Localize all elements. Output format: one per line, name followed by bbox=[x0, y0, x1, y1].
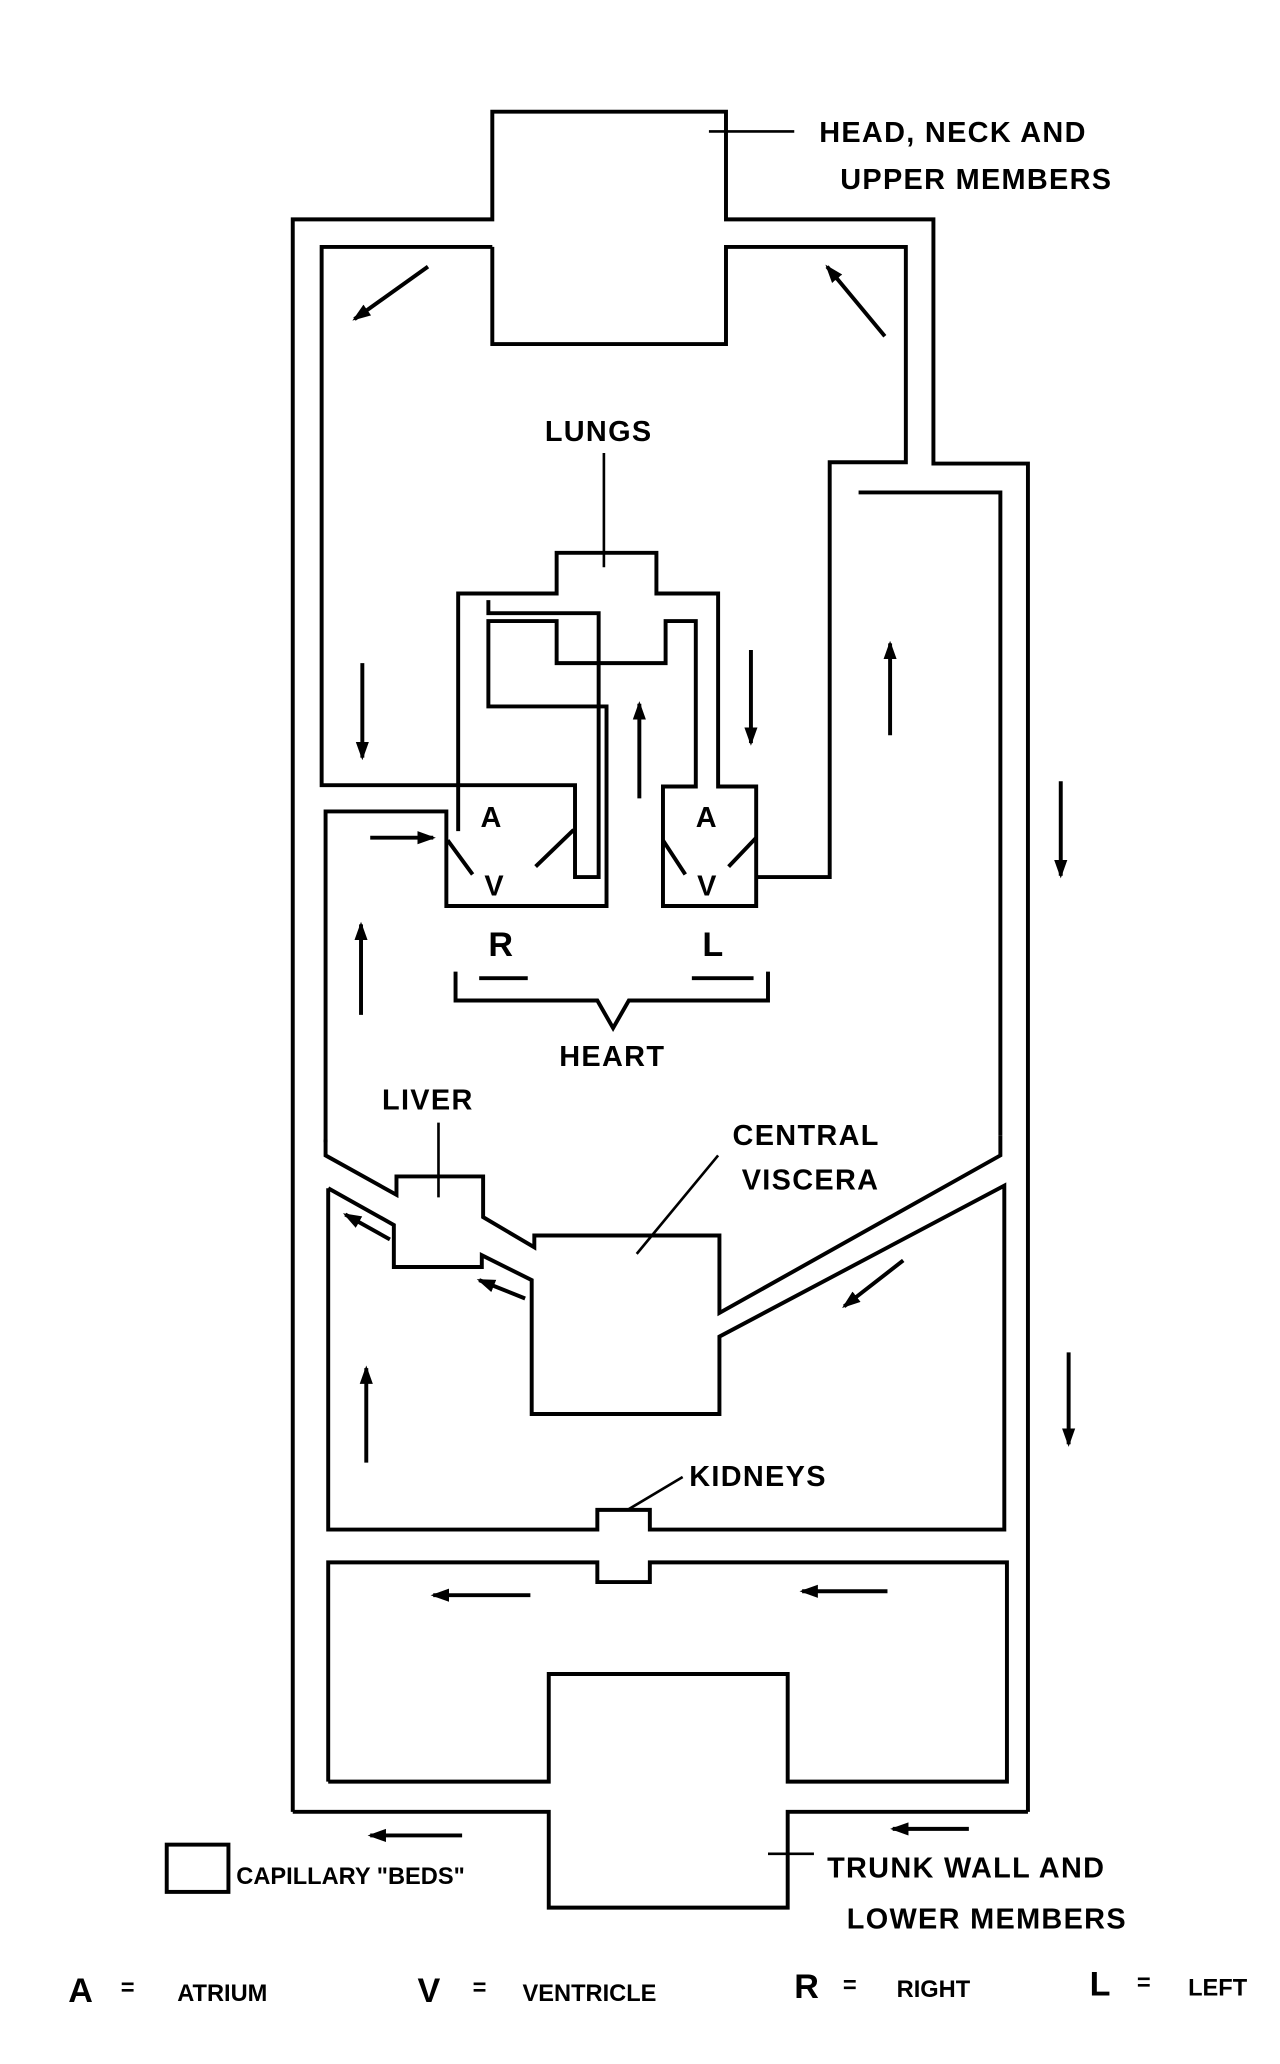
viscera-label-2: VISCERA bbox=[742, 1165, 880, 1197]
trunk-bed bbox=[292, 1809, 1028, 1910]
legend-meaning: LEFT bbox=[1188, 1976, 1248, 2002]
viscera-leader bbox=[635, 1154, 720, 1255]
head-inner-loop bbox=[490, 244, 908, 880]
head-capillary-bed bbox=[290, 109, 1030, 1812]
legend-symbol: A bbox=[68, 1972, 93, 2010]
legend-eq: = bbox=[843, 1973, 857, 1999]
legend-eq: = bbox=[1137, 1970, 1151, 1996]
liver-lower bbox=[326, 1182, 1007, 1532]
arrow-icon bbox=[842, 1258, 905, 1308]
left-ventricle-label: V bbox=[697, 870, 718, 902]
legend-symbol: L bbox=[1090, 1966, 1111, 2004]
systemic-left-inner bbox=[319, 244, 601, 880]
trunk-label-1: TRUNK WALL AND bbox=[827, 1852, 1105, 1884]
legend-meaning: RIGHT bbox=[897, 1977, 971, 2003]
legend-symbol: R bbox=[794, 1968, 819, 2006]
trunk-label-2: LOWER MEMBERS bbox=[847, 1904, 1127, 1936]
arrow-icon bbox=[352, 265, 430, 321]
capillary-bed-swatch bbox=[164, 1842, 231, 1894]
capillary-label: CAPILLARY "BEDS" bbox=[236, 1864, 464, 1890]
liver-label: LIVER bbox=[382, 1084, 474, 1116]
legend-symbol: V bbox=[417, 1972, 440, 2010]
aorta-inner bbox=[858, 490, 1003, 1136]
arrow-icon bbox=[825, 264, 887, 338]
head-label-2: UPPER MEMBERS bbox=[840, 164, 1112, 196]
kidneys-label: KIDNEYS bbox=[689, 1461, 827, 1493]
lungs-bed bbox=[323, 550, 759, 1143]
right-ventricle-label: V bbox=[484, 870, 505, 902]
left-valve bbox=[661, 836, 758, 876]
legend-eq: = bbox=[473, 1976, 487, 2002]
kidneys-leader bbox=[626, 1475, 684, 1511]
arrow-icon bbox=[342, 1212, 391, 1242]
left-atrium-label: A bbox=[696, 802, 718, 834]
right-atrium-label: A bbox=[480, 802, 502, 834]
liver-upper bbox=[323, 1135, 1003, 1317]
right-label: R bbox=[488, 926, 513, 964]
heart-brace bbox=[453, 971, 770, 1033]
left-label: L bbox=[702, 926, 723, 964]
lungs-label: LUNGS bbox=[545, 416, 653, 448]
head-label-1: HEAD, NECK AND bbox=[819, 117, 1087, 149]
legend-meaning: VENTRICLE bbox=[523, 1981, 657, 2007]
legend-meaning: ATRIUM bbox=[177, 1981, 267, 2007]
viscera-label-1: CENTRAL bbox=[733, 1120, 880, 1152]
abbreviation-legend: A = ATRIUM V = VENTRICLE R = RIGHT L = L… bbox=[68, 1966, 1247, 2011]
legend-eq: = bbox=[121, 1976, 135, 2002]
right-valve bbox=[446, 828, 576, 876]
arrow-icon bbox=[476, 1278, 526, 1301]
lower-bed bbox=[326, 1560, 1009, 1784]
heart-label: HEART bbox=[559, 1041, 665, 1073]
flow-arrows bbox=[342, 264, 1076, 1843]
